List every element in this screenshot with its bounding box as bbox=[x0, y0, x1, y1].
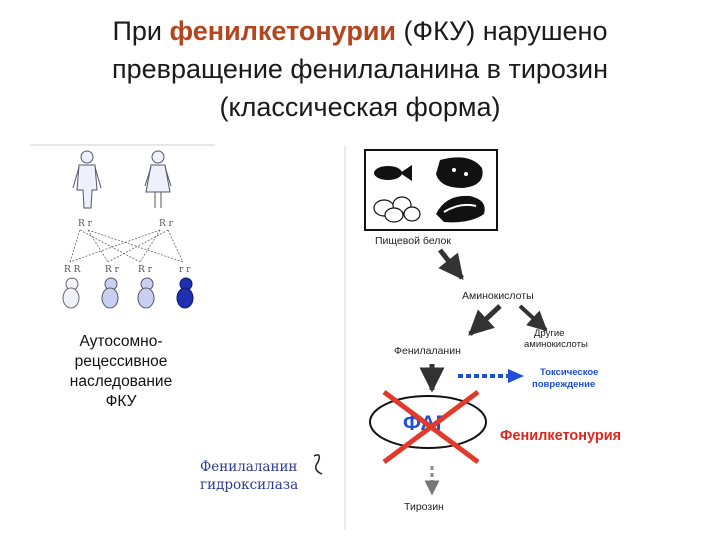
other-aa-label-2: аминокислоты bbox=[524, 339, 588, 350]
eggs-icon bbox=[373, 196, 421, 223]
arrow-aa-to-other bbox=[518, 304, 548, 332]
inheritance-caption-line-3: наследование bbox=[69, 373, 173, 390]
toxic-label-1: Токсическое bbox=[540, 367, 598, 378]
title-highlight: фенилкетонурии bbox=[169, 16, 397, 46]
food-box bbox=[364, 149, 498, 231]
child-2-figure bbox=[101, 277, 119, 309]
inheritance-panel: R r R r R R R r R r r r bbox=[30, 144, 215, 309]
child-4-affected-figure bbox=[176, 277, 194, 309]
arrow-aa-to-phe bbox=[468, 304, 502, 336]
slide-title: При фенилкетонурии (ФКУ) нарушено превра… bbox=[0, 12, 720, 126]
child-2-alleles: R r bbox=[105, 265, 120, 275]
inheritance-caption: Аутосомно- рецессивное наследование ФКУ bbox=[50, 332, 192, 412]
tyrosine-label: Тирозин bbox=[404, 501, 444, 513]
child-4-alleles: r r bbox=[179, 265, 191, 275]
enzyme-label-line-2: гидроксилаза bbox=[200, 477, 299, 493]
arrow-toxic-head bbox=[508, 369, 524, 383]
child-3-alleles: R r bbox=[138, 265, 153, 275]
inheritance-caption-line-4: ФКУ bbox=[105, 393, 137, 410]
cross-line-2 bbox=[382, 389, 480, 465]
mother-figure bbox=[144, 150, 172, 208]
title-suffix: (ФКУ) нарушено bbox=[396, 16, 608, 46]
phe-label: Фенилаланин bbox=[394, 345, 461, 357]
fish-icon bbox=[374, 165, 412, 181]
mother-alleles: R r bbox=[159, 219, 174, 229]
toxic-label-2: повреждение bbox=[532, 379, 595, 390]
inheritance-caption-line-1: Аутосомно- bbox=[79, 333, 163, 350]
enzyme-ellipse bbox=[369, 395, 487, 449]
enzyme-label: Фенилаланин гидроксилаза bbox=[200, 458, 340, 494]
inheritance-caption-line-2: рецессивное bbox=[74, 353, 168, 370]
title-line-1: При фенилкетонурии (ФКУ) нарушено bbox=[0, 12, 720, 50]
title-line-2: превращение фенилаланина в тирозин bbox=[111, 54, 609, 84]
poultry-icon bbox=[436, 195, 485, 223]
title-prefix: При bbox=[112, 16, 170, 46]
pathway-panel: Пищевой белок Аминокислоты Другие аминок… bbox=[344, 145, 621, 530]
father-figure bbox=[72, 150, 102, 209]
cross-lines bbox=[69, 229, 184, 263]
food-label: Пищевой белок bbox=[375, 235, 451, 247]
enzyme-bracket-icon bbox=[313, 454, 323, 475]
enzyme-label-line-1: Фенилаланин bbox=[200, 459, 298, 475]
arrow-food-to-aa bbox=[438, 248, 464, 280]
other-aa-label-1: Другие bbox=[534, 328, 564, 339]
meat-icon bbox=[436, 157, 483, 188]
aminoacids-label: Аминокислоты bbox=[462, 290, 534, 302]
child-1-figure bbox=[62, 277, 80, 309]
child-3-figure bbox=[137, 277, 155, 309]
father-alleles: R r bbox=[78, 219, 93, 229]
title-line-3: (классическая форма) bbox=[219, 92, 501, 122]
child-1-alleles: R R bbox=[64, 265, 81, 275]
disease-label: Фенилкетонурия bbox=[500, 428, 621, 444]
